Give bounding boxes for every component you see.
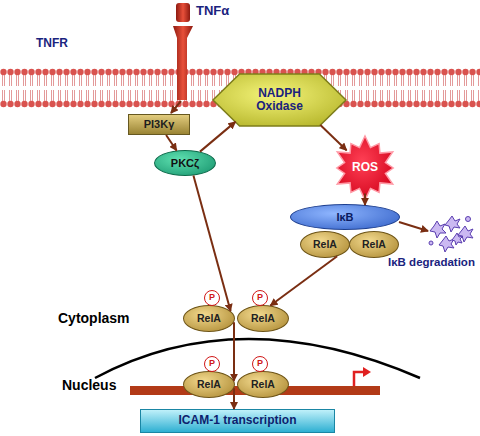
figure-label: TNFR (36, 37, 68, 50)
fragment (429, 241, 433, 245)
ligand-symbol (176, 3, 190, 22)
rela-subunit: RelA (237, 305, 289, 332)
phospho-circle: P (252, 290, 268, 306)
pathway-arrow (233, 388, 235, 409)
inhibitor-ellipse: IκB (290, 204, 400, 230)
pathway-arrow (166, 135, 176, 150)
fragment (452, 233, 463, 245)
phospho-circle: P (204, 290, 220, 306)
node-text: PKCζ (171, 157, 199, 169)
node-text: PI3Kγ (144, 118, 175, 130)
kinase-ellipse: PKCζ (154, 150, 216, 176)
fragment (445, 216, 460, 232)
rela-subunit: RelA (300, 231, 350, 258)
phospho-circle: P (252, 356, 268, 372)
figure-label: TNFα (196, 4, 229, 18)
node-text: RelA (313, 239, 337, 251)
kinase-box: PI3Kγ (128, 114, 190, 135)
pathway-arrow (200, 122, 235, 152)
ros-burst: ROS (333, 136, 397, 200)
rela-subunit: RelA (349, 231, 399, 258)
node-text: P (257, 359, 263, 369)
node-text: P (209, 293, 215, 303)
phospho-circle: P (204, 356, 220, 372)
node-text: P (209, 359, 215, 369)
promoter-arrowhead (363, 367, 371, 377)
figure-label: Nucleus (62, 378, 116, 393)
node-text: IκB (336, 211, 353, 223)
rela-subunit: RelA (237, 371, 289, 398)
promoter-arrow (354, 372, 364, 386)
node-text: RelA (251, 379, 275, 391)
node-text: P (257, 293, 263, 303)
node-text: RelA (197, 313, 221, 325)
figure-label: IκB degradation (388, 256, 475, 269)
node-text: RelA (251, 313, 275, 325)
node-text: ICAM-1 transcription (178, 414, 296, 427)
fragment (466, 217, 471, 222)
pathway-arrow (193, 176, 230, 311)
enzyme-hexagon: NADPH Oxidase (213, 74, 346, 126)
rela-subunit: RelA (183, 371, 235, 398)
pathway-arrow (320, 125, 346, 150)
ros-burst-shape (337, 136, 393, 200)
degradation-arrow (399, 222, 428, 231)
pathway-arrow (233, 322, 235, 381)
receptor-symbol (173, 26, 193, 100)
fragment (439, 236, 454, 252)
pathway-arrow (364, 194, 366, 205)
node-text: ROS (352, 161, 378, 174)
degradation-fragments (429, 216, 473, 252)
pathway-arrow (270, 256, 337, 305)
figure-label: Cytoplasm (58, 311, 130, 326)
rela-subunit: RelA (183, 305, 235, 332)
enzyme-hexagon-shape (213, 74, 346, 126)
receptor-arrow (171, 101, 181, 113)
node-text: NADPH Oxidase (240, 87, 320, 113)
node-text: RelA (362, 239, 386, 251)
transcription-box: ICAM-1 transcription (140, 409, 335, 433)
fragment (430, 221, 446, 238)
node-text: RelA (197, 379, 221, 391)
